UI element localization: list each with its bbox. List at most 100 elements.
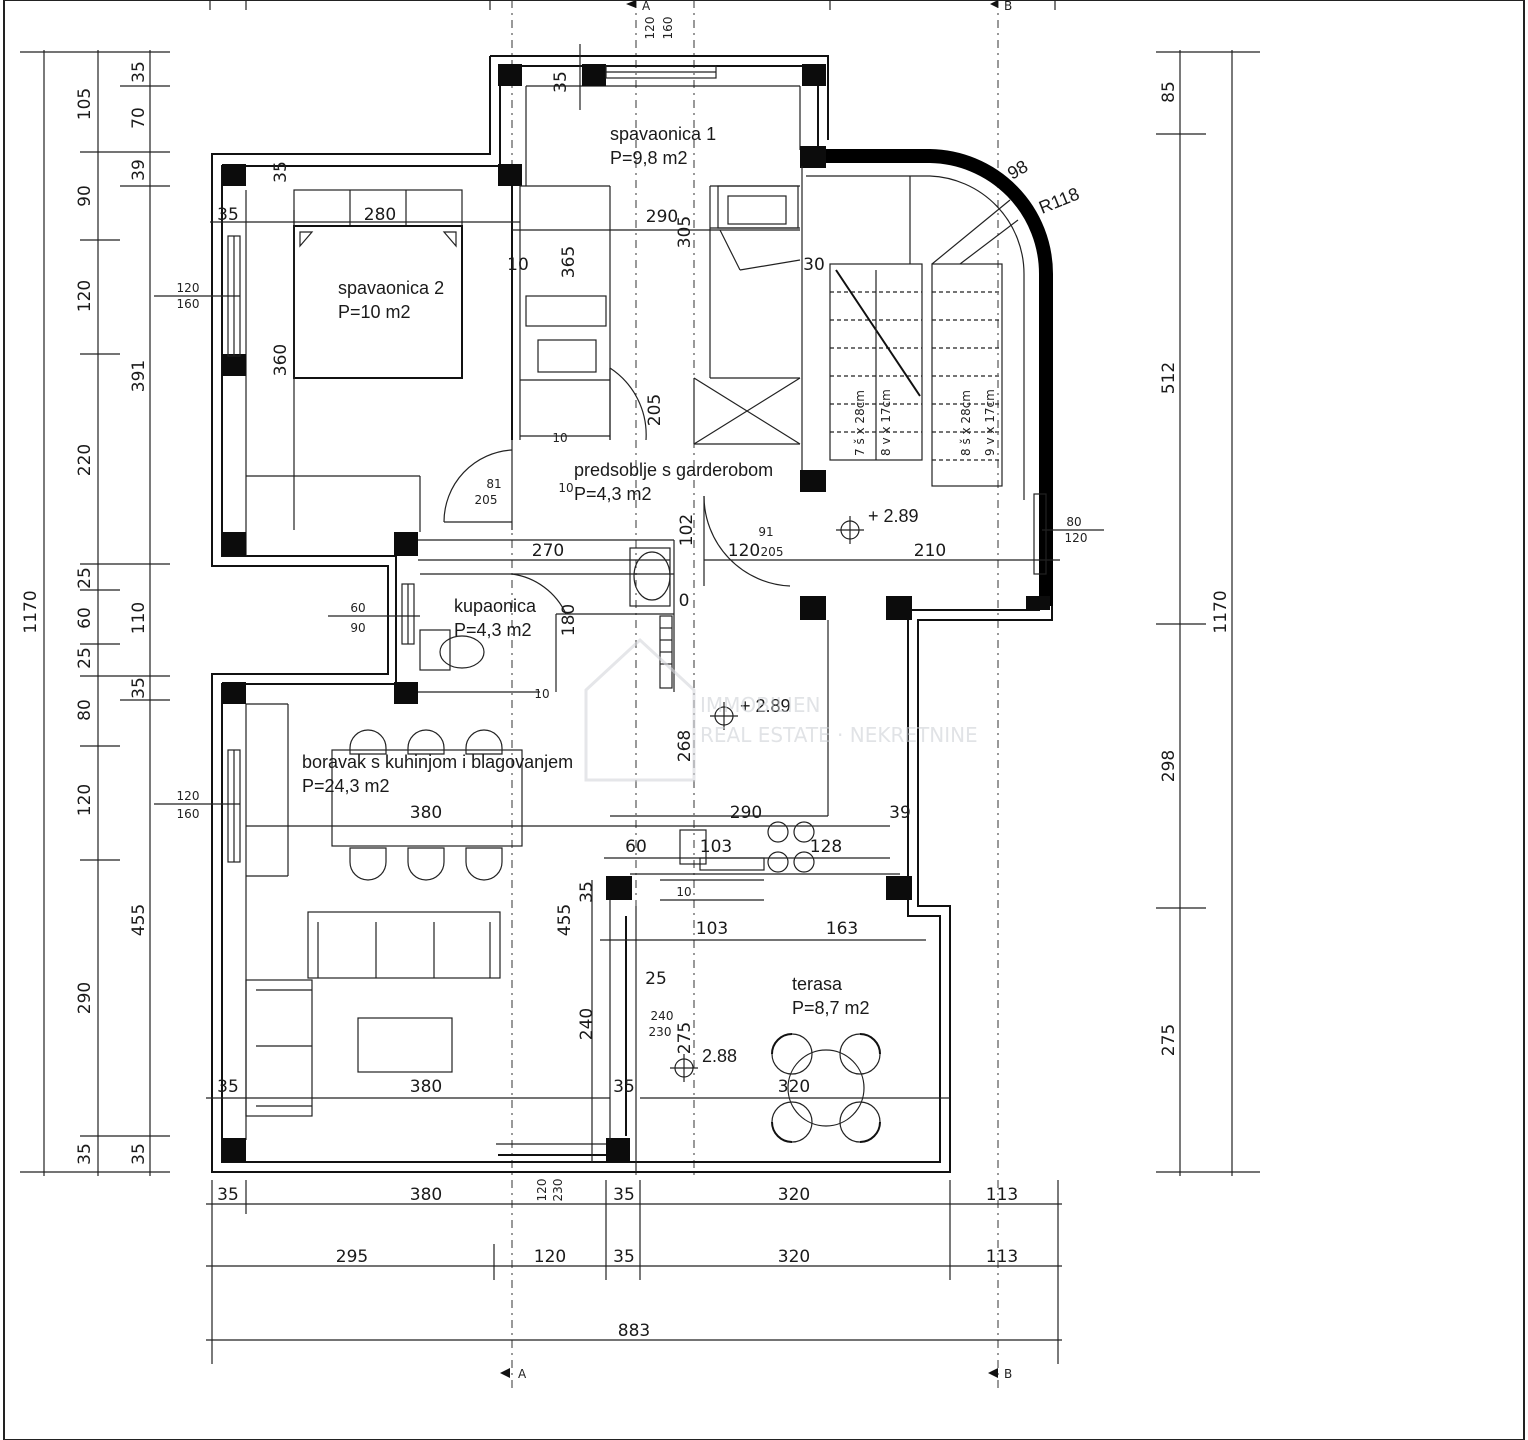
section-marker-a-bottom: A [500,1367,527,1381]
svg-text:35: 35 [613,1185,635,1205]
svg-text:205: 205 [645,394,665,426]
svg-text:spavaonica 2: spavaonica 2 [338,278,444,298]
structural-columns [222,64,1050,1162]
watermark-logo: IMMOBILIEN REAL ESTATE · NEKRETNINE [584,637,978,782]
svg-text:305: 305 [675,216,695,248]
svg-text:70: 70 [129,107,149,129]
svg-text:220: 220 [75,444,95,476]
svg-text:120: 120 [643,17,657,40]
stair-radius-outer: R118 [1036,184,1082,218]
svg-text:275: 275 [675,1022,695,1054]
svg-text:35: 35 [217,1077,239,1097]
svg-text:P=10 m2: P=10 m2 [338,302,411,322]
svg-text:35: 35 [613,1077,635,1097]
svg-text:113: 113 [986,1247,1018,1267]
svg-text:113: 113 [986,1185,1018,1205]
svg-text:B: B [1004,0,1012,13]
svg-text:REAL ESTATE · NEKRETNINE: REAL ESTATE · NEKRETNINE [700,723,978,747]
svg-text:380: 380 [410,1077,442,1097]
room-label-predsoblje: predsoblje s garderobom P=4,3 m2 [574,460,773,504]
furniture [245,185,881,1143]
svg-text:103: 103 [700,837,732,857]
level-label-living: + 2.89 [740,696,791,716]
svg-text:terasa: terasa [792,974,843,994]
curved-stair-wall-inner [806,175,1025,500]
svg-text:35: 35 [217,1185,239,1205]
svg-text:10: 10 [552,431,567,445]
svg-text:35: 35 [577,881,597,903]
svg-text:268: 268 [675,730,695,762]
svg-text:290: 290 [730,803,762,823]
svg-text:0: 0 [679,591,690,611]
svg-text:380: 380 [410,803,442,823]
svg-text:kupaonica: kupaonica [454,596,537,616]
svg-text:predsoblje s garderobom: predsoblje s garderobom [574,460,773,480]
svg-text:90: 90 [350,621,365,635]
svg-text:25: 25 [75,647,95,669]
stair-treads [829,176,1019,487]
stair-flight-right-1: 8 š x 28cm [959,390,973,456]
svg-text:90: 90 [75,185,95,207]
dimension-labels-interior: 35 280 290 305 365 360 35 35 10 30 205 8… [217,17,1087,1202]
window-labels: 120 160 60 90 120 160 [177,281,366,821]
room-label-kupaonica: kupaonica P=4,3 m2 [454,596,537,640]
svg-text:120: 120 [728,541,760,561]
svg-text:B: B [1004,1367,1012,1381]
section-marker-a-top: A [626,0,651,13]
dimension-lines [20,44,1260,1364]
svg-text:391: 391 [129,360,149,392]
room-label-spavaonica-2: spavaonica 2 P=10 m2 [338,278,444,322]
section-marker-b-bottom: B [988,1367,1012,1381]
svg-text:P=8,7 m2: P=8,7 m2 [792,998,870,1018]
stair-flight-right-2: 9 v x 17cm [983,389,997,456]
svg-text:120: 120 [75,280,95,312]
svg-text:270: 270 [532,541,564,561]
svg-text:160: 160 [661,17,675,40]
svg-text:10: 10 [534,687,549,701]
svg-text:120: 120 [75,784,95,816]
curved-stair-wall [806,149,1053,606]
svg-text:80: 80 [1066,515,1081,529]
svg-text:60: 60 [625,837,647,857]
svg-text:35: 35 [271,161,291,183]
svg-text:120: 120 [177,789,200,803]
dim-right-total: 1170 [1211,590,1231,633]
svg-text:320: 320 [778,1247,810,1267]
svg-text:205: 205 [761,545,784,559]
svg-text:160: 160 [177,807,200,821]
svg-text:35: 35 [129,1143,149,1165]
svg-text:320: 320 [778,1077,810,1097]
svg-text:91: 91 [758,525,773,539]
axis-lines [209,0,1056,1390]
svg-text:290: 290 [75,982,95,1014]
svg-text:39: 39 [129,159,149,181]
svg-text:35: 35 [217,205,239,225]
svg-text:160: 160 [177,297,200,311]
svg-text:85: 85 [1159,81,1179,103]
svg-text:230: 230 [649,1025,672,1039]
level-marker-living [710,702,738,730]
svg-text:163: 163 [826,919,858,939]
svg-text:30: 30 [803,255,825,275]
level-marker-stair [836,516,864,544]
svg-text:25: 25 [75,567,95,589]
svg-text:10: 10 [676,885,691,899]
svg-text:455: 455 [129,904,149,936]
svg-text:210: 210 [914,541,946,561]
dim-left-total: 1170 [21,590,41,633]
svg-text:35: 35 [551,71,571,93]
svg-text:80: 80 [75,699,95,721]
svg-text:10: 10 [507,255,529,275]
svg-text:365: 365 [559,246,579,278]
room-label-boravak: boravak s kuhinjom i blagovanjem P=24,3 … [302,752,573,796]
svg-text:103: 103 [696,919,728,939]
svg-text:P=4,3 m2: P=4,3 m2 [454,620,532,640]
svg-text:60: 60 [350,601,365,615]
svg-text:180: 180 [559,604,579,636]
svg-text:39: 39 [889,803,911,823]
svg-text:P=24,3 m2: P=24,3 m2 [302,776,390,796]
svg-text:205: 205 [475,493,498,507]
svg-text:455: 455 [555,904,575,936]
svg-text:35: 35 [129,61,149,83]
sheet-border [3,0,1525,1440]
